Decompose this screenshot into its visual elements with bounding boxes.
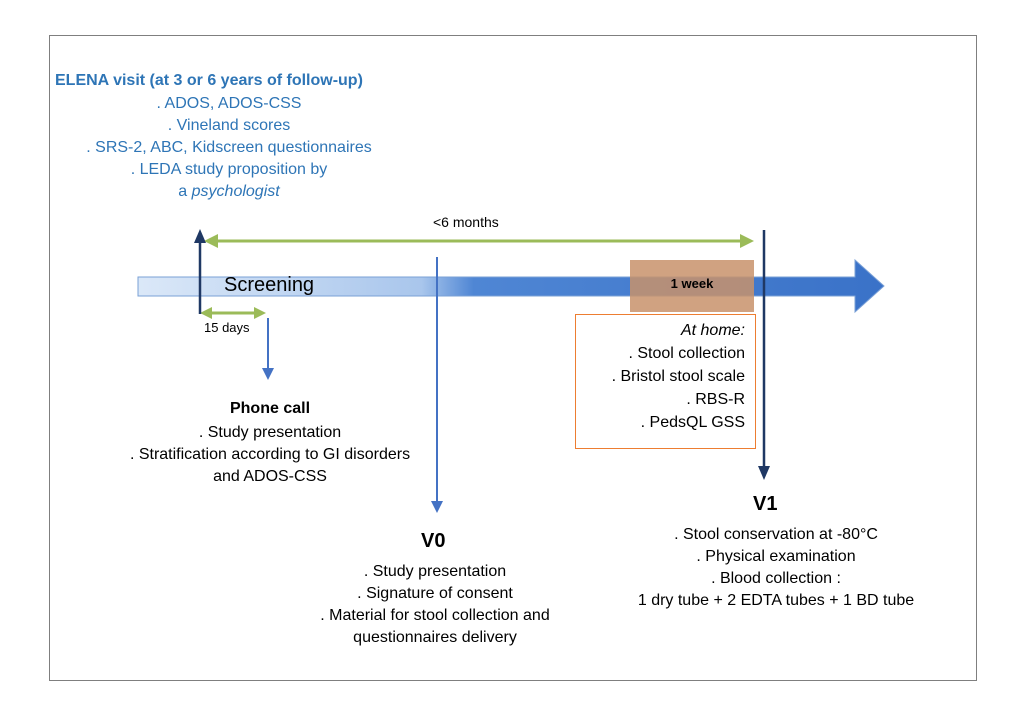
phone-call-arrow xyxy=(262,318,274,380)
v0-item: . Signature of consent xyxy=(357,585,513,602)
at-home-box: At home: . Stool collection . Bristol st… xyxy=(575,314,756,449)
phone-call-block: Phone call xyxy=(170,398,370,420)
fifteen-days-span-arrow xyxy=(200,307,266,319)
v0-item: . Material for stool collection and xyxy=(320,607,550,624)
fifteen-days-label: 15 days xyxy=(204,320,250,335)
elena-visit-title: ELENA visit (at 3 or 6 years of follow-u… xyxy=(55,72,363,89)
v0-item: questionnaires delivery xyxy=(353,629,517,646)
screening-label: Screening xyxy=(224,274,315,296)
elena-item: . SRS-2, ABC, Kidscreen questionnaires xyxy=(86,139,372,156)
diagram-frame xyxy=(49,35,977,681)
elena-item: . ADOS, ADOS-CSS xyxy=(156,95,302,112)
v1-title: V1 xyxy=(753,493,778,515)
elena-item: . LEDA study proposition by xyxy=(130,161,328,178)
one-week-band xyxy=(630,260,754,312)
at-home-item: . Bristol stool scale xyxy=(611,368,745,385)
elena-visit-arrow xyxy=(194,229,206,314)
elena-item: . Vineland scores xyxy=(167,117,291,134)
phone-call-title: Phone call xyxy=(229,400,311,417)
v1-item: . Stool conservation at -80°C xyxy=(674,526,878,543)
at-home-title: At home: xyxy=(680,322,745,339)
phone-call-item: . Study presentation xyxy=(198,424,342,441)
six-months-label: <6 months xyxy=(433,214,499,230)
one-week-label: 1 week xyxy=(670,276,714,291)
six-months-span-arrow xyxy=(204,234,754,248)
v1-item: . Blood collection : xyxy=(711,570,841,587)
v0-title: V0 xyxy=(421,530,446,552)
v1-item: 1 dry tube + 2 EDTA tubes + 1 BD tube xyxy=(637,592,915,609)
timeline-arrow xyxy=(137,258,885,314)
at-home-item: . RBS-R xyxy=(686,391,745,408)
elena-visit-items: . ADOS, ADOS-CSS . Vineland scores . SRS… xyxy=(46,93,412,203)
v0-arrow xyxy=(431,257,443,513)
at-home-item: . PedsQL GSS xyxy=(640,414,745,431)
phone-call-item: . Stratification according to GI disorde… xyxy=(129,446,411,463)
at-home-item: . Stool collection xyxy=(628,345,745,362)
phone-call-items: . Study presentation . Stratification ac… xyxy=(100,422,440,488)
v0-item: . Study presentation xyxy=(363,563,507,580)
v1-arrow xyxy=(758,230,770,480)
v0-items: . Study presentation . Signature of cons… xyxy=(285,561,585,649)
v1-items: . Stool conservation at -80°C . Physical… xyxy=(606,524,946,612)
elena-item-last: a psychologist xyxy=(178,183,280,200)
phone-call-item: and ADOS-CSS xyxy=(213,468,327,485)
v1-item: . Physical examination xyxy=(696,548,856,565)
